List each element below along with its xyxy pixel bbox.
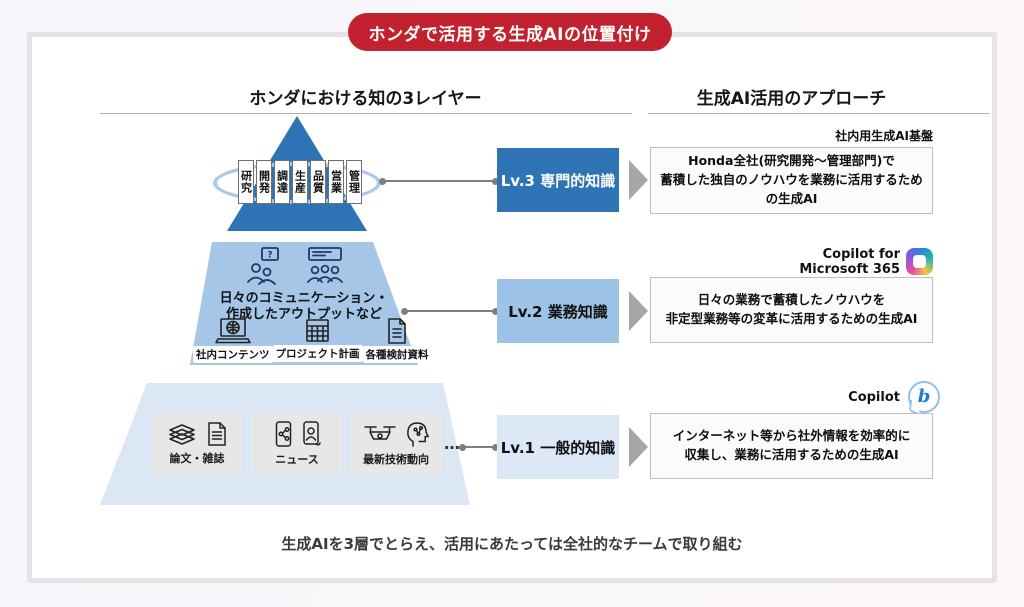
spreadsheet-icon <box>304 317 331 344</box>
head-ai-icon <box>405 420 430 448</box>
description-box-lv2: 日々の業務で蓄積したノウハウを 非定型業務等の変革に活用するための生成AI <box>650 277 933 343</box>
right-header-underline <box>648 113 990 114</box>
books-icon <box>166 421 198 447</box>
department-label: 調達 <box>274 160 290 204</box>
bottom-item-tech-trends: 最新技術動向 <box>350 412 442 474</box>
middle-layer-text: 日々のコミュニケーション・ 作成したアウトプットなど <box>219 291 389 323</box>
drone-icon <box>363 422 397 446</box>
left-section-header: ホンダにおける知の3レイヤー <box>249 89 482 109</box>
middle-item-study-docs: 各種検討資料 <box>362 317 432 363</box>
department-label: 研究 <box>238 160 254 204</box>
department-label: 品質 <box>310 160 326 204</box>
middle-layer-items: 社内コンテンツ プロジェクト計画 各種検討資料 <box>193 317 432 363</box>
connector-lv1 <box>459 443 499 451</box>
connector-lv3 <box>379 177 499 185</box>
phone-person-icon <box>301 420 321 448</box>
department-label: 営業 <box>328 160 344 204</box>
document-icon <box>206 421 228 447</box>
left-header-underline <box>100 113 632 114</box>
middle-layer-icons: ? <box>246 246 346 290</box>
footer-caption: 生成AIを3層でとらえ、活用にあたっては全社的なチームで取り組む <box>281 535 743 553</box>
document-icon <box>385 317 409 345</box>
copilot-365-icon <box>906 248 933 275</box>
bing-copilot-icon: b <box>908 381 940 413</box>
tag-internal-ai-platform: 社内用生成AI基盤 <box>835 129 933 143</box>
title-badge: ホンダで活用する生成AIの位置付け <box>348 13 672 51</box>
level-box-lv3: Lv.3 専門的知識 <box>497 148 619 212</box>
department-label: 生産 <box>292 160 308 204</box>
department-label: 管理 <box>346 160 362 204</box>
bottom-layer-ellipsis: … <box>444 434 460 453</box>
description-box-lv1: インターネット等から社外情報を効率的に 収集し、業務に活用するための生成AI <box>650 413 933 479</box>
description-box-lv3: Honda全社(研究開発～管理部門)で 蓄積した独自のノウハウを業務に活用するた… <box>650 147 933 214</box>
middle-item-internal-content: 社内コンテンツ <box>193 317 273 363</box>
people-question-icon: ? <box>246 246 288 290</box>
bottom-item-papers: 論文・雑誌 <box>152 412 242 474</box>
level-box-lv2: Lv.2 業務知識 <box>497 279 619 343</box>
right-section-header: 生成AI活用のアプローチ <box>696 89 887 109</box>
department-labels: 研究 開発 調達 生産 品質 営業 管理 <box>238 160 362 204</box>
bottom-item-news: ニュース <box>251 412 343 474</box>
laptop-globe-icon <box>214 317 251 345</box>
tag-copilot: Copilot <box>848 390 900 405</box>
svg-text:?: ? <box>267 251 272 261</box>
people-presentation-icon <box>304 246 346 290</box>
middle-item-project-plan: プロジェクト計画 <box>272 317 363 363</box>
department-label: 開発 <box>256 160 272 204</box>
connector-lv2 <box>401 307 499 315</box>
pyramid-middle-trapezoid <box>190 242 418 365</box>
tag-copilot-m365: Copilot for Microsoft 365 <box>799 247 900 277</box>
phone-share-icon <box>274 420 293 448</box>
level-box-lv1: Lv.1 一般的知識 <box>497 415 619 479</box>
